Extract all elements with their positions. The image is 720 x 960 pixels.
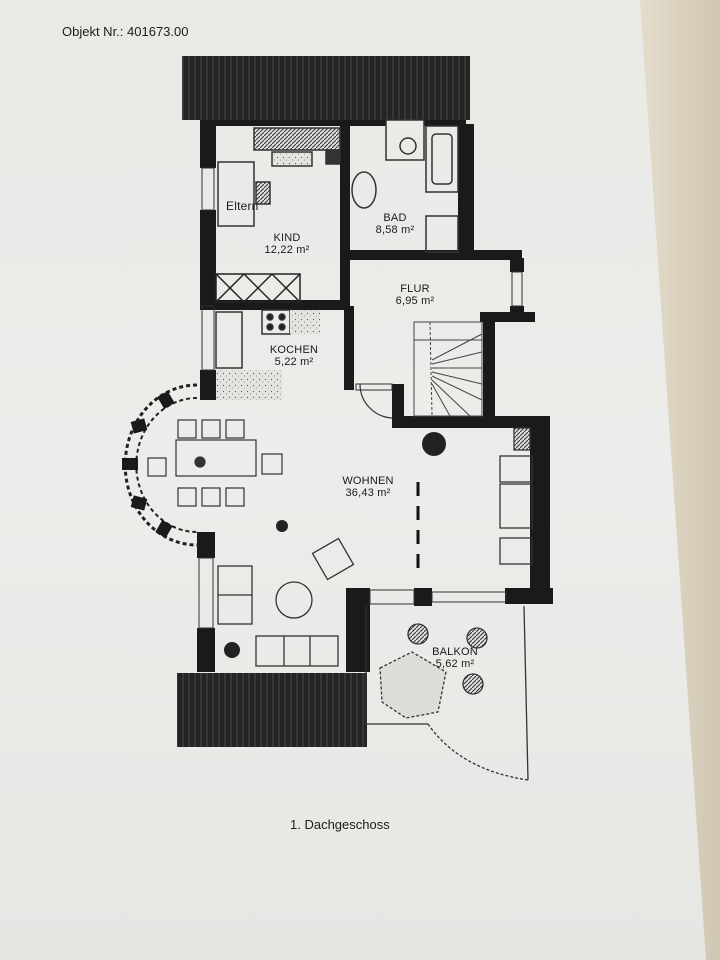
room-label-eltern: Eltern: [226, 199, 259, 213]
room-name: KOCHEN: [269, 344, 319, 356]
room-wohnen: WOHNEN 36,43 m²: [338, 475, 398, 499]
roof-bottom: [177, 673, 367, 747]
wardrobe: [215, 273, 301, 303]
dining-set: [147, 419, 283, 507]
room-area: 12,22 m²: [264, 244, 310, 256]
room-bad: BAD 8,58 m²: [370, 212, 420, 236]
room-area: 8,58 m²: [375, 224, 415, 236]
room-name: KIND: [273, 232, 301, 244]
room-area: 5,22 m²: [274, 356, 314, 368]
room-flur: FLUR 6,95 m²: [390, 283, 440, 307]
kind-furniture: [215, 127, 341, 303]
balcony: [365, 605, 529, 781]
bay-window: [122, 383, 198, 547]
plants: [224, 432, 446, 658]
room-area: 36,43 m²: [345, 487, 391, 499]
room-name: BALKON: [432, 646, 478, 658]
floor-caption: 1. Dachgeschoss: [290, 817, 390, 832]
staircase: [359, 321, 483, 419]
room-area: 5,62 m²: [435, 658, 475, 670]
room-name: FLUR: [400, 283, 430, 295]
room-name: WOHNEN: [342, 475, 394, 487]
object-number: Objekt Nr.: 401673.00: [62, 24, 189, 39]
bad-fixtures: [351, 119, 459, 253]
windows: [198, 167, 523, 629]
room-kind: KIND 12,22 m²: [262, 232, 312, 256]
kitchen-fixtures: [215, 309, 320, 400]
roof-top: [182, 56, 470, 120]
room-kochen: KOCHEN 5,22 m²: [264, 344, 324, 368]
room-balkon: BALKON 5,62 m²: [428, 646, 482, 670]
walls: [197, 120, 553, 672]
room-area: 6,95 m²: [395, 295, 435, 307]
living-furniture: [217, 427, 533, 667]
room-name: BAD: [383, 212, 407, 224]
